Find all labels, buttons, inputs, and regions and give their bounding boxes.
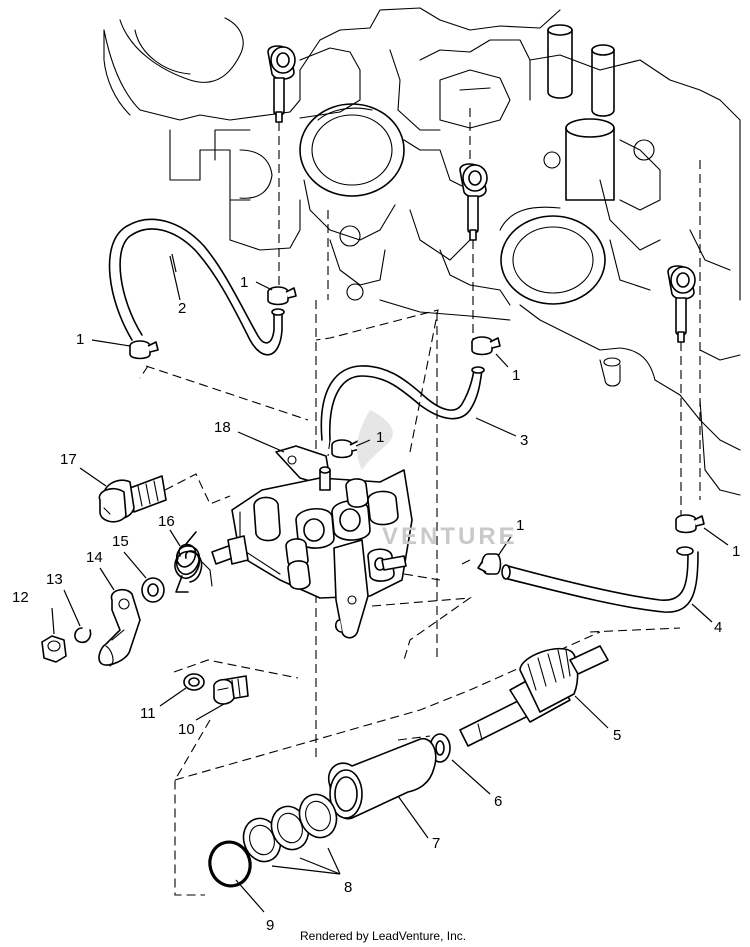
- engine-block-outline: [103, 7, 741, 760]
- callout-1: 1: [516, 517, 524, 534]
- callout-1: 1: [732, 543, 740, 560]
- callout-16: 16: [158, 513, 175, 530]
- callout-1: 1: [240, 274, 248, 291]
- watermark: VENTURE: [382, 523, 518, 550]
- o-rings-8: [242, 793, 338, 863]
- callout-5: 5: [613, 727, 621, 744]
- clamp-1c: [471, 336, 501, 356]
- spring-16: [174, 531, 213, 593]
- callout-10: 10: [178, 721, 195, 738]
- callout-13: 13: [46, 571, 63, 588]
- hose-4: [501, 546, 699, 613]
- drive-gear-5: [459, 645, 609, 747]
- washer-11: [183, 673, 205, 691]
- callout-1: 1: [512, 367, 520, 384]
- clamp-1d: [331, 439, 361, 459]
- callout-1: 1: [76, 331, 84, 348]
- hose-2: [108, 218, 285, 356]
- callout-11: 11: [140, 705, 156, 722]
- callout-1: 1: [376, 429, 384, 446]
- banjo-fitting-right: [667, 265, 696, 343]
- callout-18: 18: [214, 419, 231, 436]
- callout-8: 8: [344, 879, 352, 896]
- clamp-1b: [129, 340, 159, 360]
- clamp-1f: [477, 553, 502, 575]
- leader-lines: [51, 253, 729, 913]
- callout-6: 6: [494, 793, 502, 810]
- oil-pump-assembly: [211, 410, 413, 639]
- callout-14: 14: [86, 549, 103, 566]
- hose-3: [320, 365, 485, 441]
- callout-15: 15: [112, 533, 129, 550]
- bolt-17: [98, 475, 167, 523]
- callout-9: 9: [266, 917, 274, 934]
- bushing-7: [327, 737, 437, 820]
- callout-4: 4: [714, 619, 722, 636]
- banjo-fitting-middle: [459, 163, 488, 241]
- nut-12: [41, 635, 67, 663]
- callout-17: 17: [60, 451, 77, 468]
- screw-10: [213, 675, 249, 705]
- retaining-ring-9: [208, 840, 252, 888]
- clamp-1a: [267, 286, 297, 306]
- banjo-fitting-left: [267, 45, 296, 123]
- credit-text: Rendered by LeadVenture, Inc.: [300, 929, 466, 943]
- lever-14: [98, 588, 141, 667]
- callout-2: 2: [178, 300, 186, 317]
- clamp-1e: [675, 514, 705, 534]
- washer-15: [141, 577, 165, 603]
- callout-12: 12: [12, 589, 29, 606]
- callout-7: 7: [432, 835, 440, 852]
- e-clip-13: [74, 627, 92, 644]
- callout-3: 3: [520, 432, 528, 449]
